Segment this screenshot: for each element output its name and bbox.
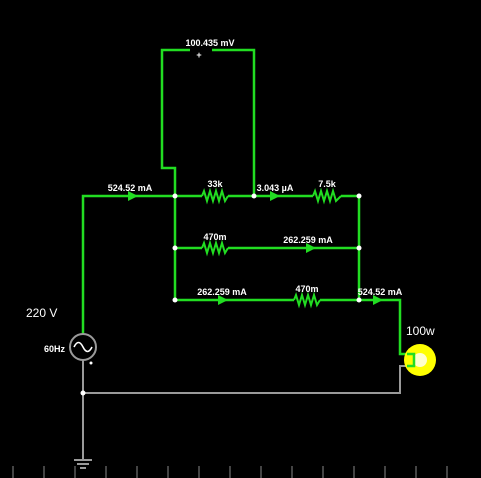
source-terminal-dot	[89, 361, 93, 365]
return-wires[interactable]	[82, 360, 407, 460]
resistor-label-470m-middle: 470m	[203, 232, 226, 242]
source-frequency-label: 60Hz	[44, 344, 66, 354]
current-label-middle-branch: 262.259 mA	[283, 235, 333, 245]
arrow-middle-branch	[306, 243, 316, 253]
resistor-label-33k: 33k	[207, 179, 223, 189]
junction-nodes	[80, 193, 362, 396]
current-arrows	[128, 191, 383, 305]
lamp-icon[interactable]	[404, 344, 436, 376]
resistor-33k[interactable]	[201, 187, 229, 205]
arrow-top-branch	[270, 191, 280, 201]
source-voltage-label: 220 V	[26, 306, 57, 320]
current-label-main-in: 524.52 mA	[108, 183, 153, 193]
current-label-main-out: 524.52 mA	[358, 287, 403, 297]
resistor-label-7-5k: 7.5k	[318, 179, 337, 189]
ac-source-icon[interactable]	[69, 333, 97, 361]
current-label-top-branch: 3.043 µA	[257, 183, 294, 193]
ground-icon	[74, 459, 92, 469]
resistor-470m-middle[interactable]	[201, 239, 229, 257]
arrow-main-out	[373, 295, 383, 305]
resistor-470m-bottom[interactable]	[293, 291, 321, 309]
arrow-main-in	[128, 191, 138, 201]
voltmeter-polarity: +	[196, 50, 201, 60]
bottom-tick-scale	[12, 466, 448, 478]
resistor-7-5k[interactable]	[312, 187, 342, 205]
current-label-bottom-branch: 262.259 mA	[197, 287, 247, 297]
arrow-bottom-branch	[218, 295, 228, 305]
bulb-rating-label: 100w	[406, 324, 435, 338]
resistor-label-470m-bottom: 470m	[295, 284, 318, 294]
voltmeter-reading: 100.435 mV	[185, 38, 234, 48]
